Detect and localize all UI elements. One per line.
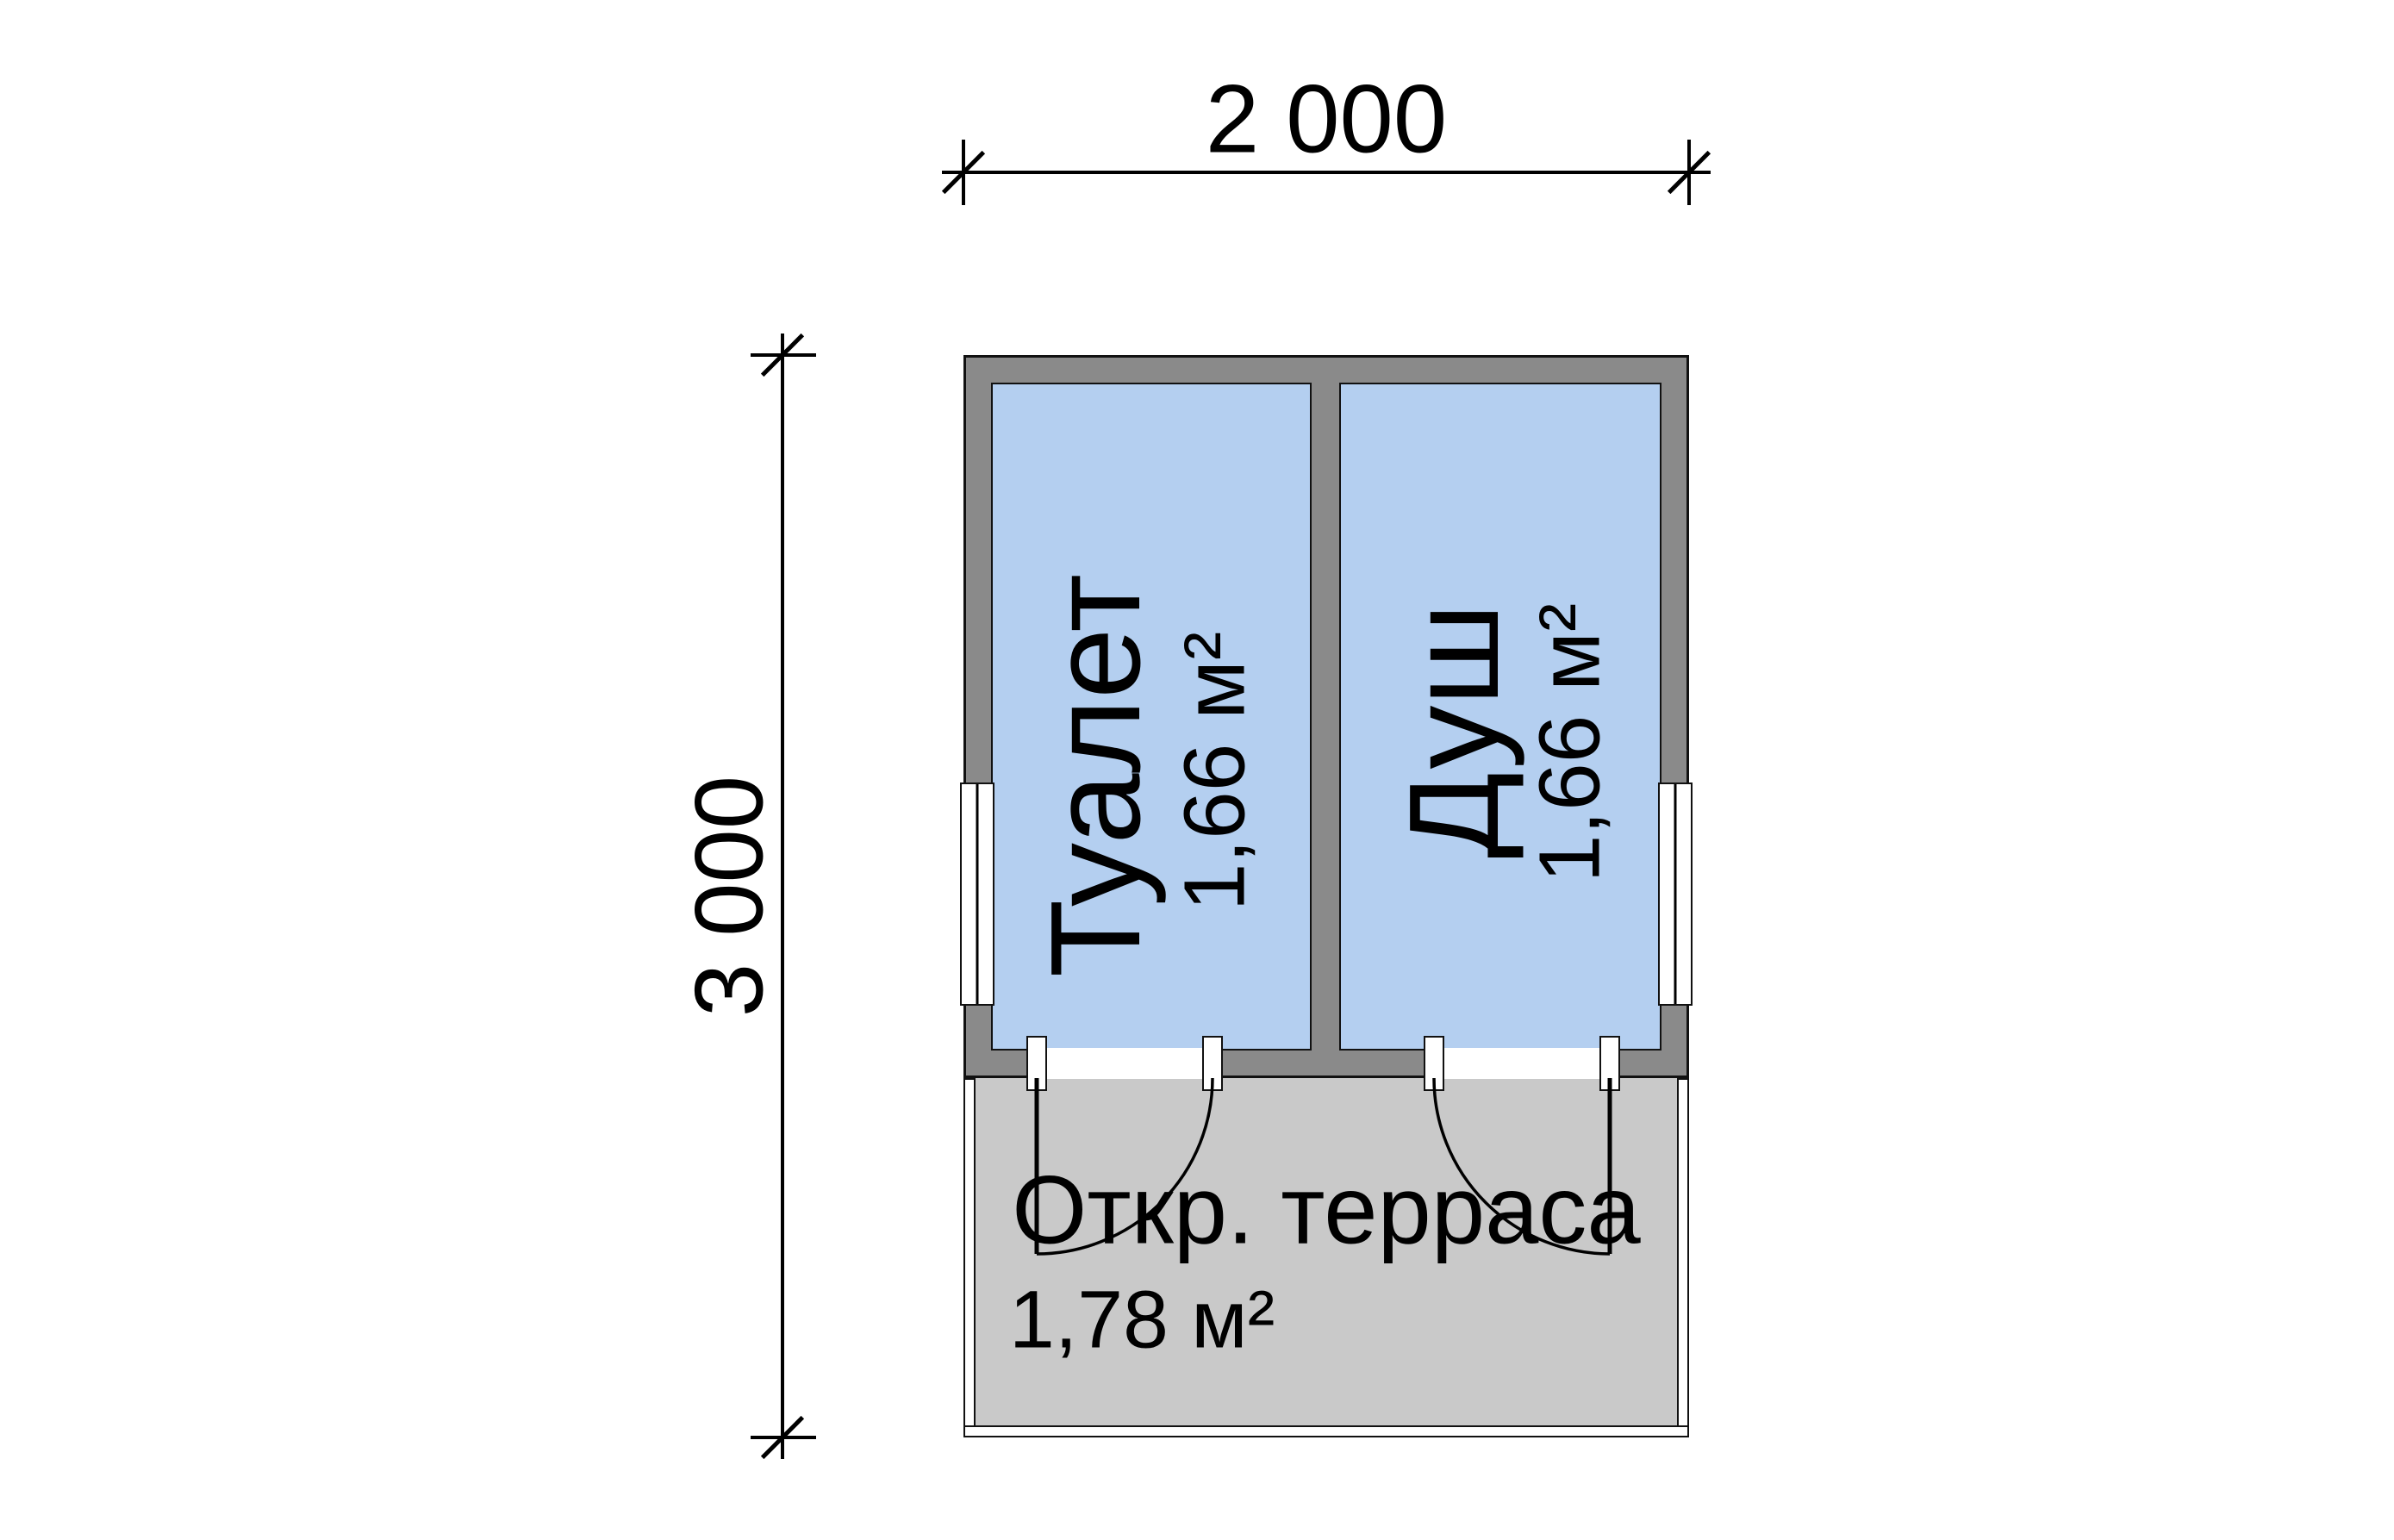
door-left-swing-arc: [1036, 1077, 1214, 1256]
terrace-floor: [976, 1078, 1677, 1425]
door-opening-left: [1037, 1048, 1213, 1079]
dimension-line: [781, 334, 784, 1459]
door-frame: [1026, 1036, 1047, 1091]
room-toilet-label: Туалет: [1025, 573, 1167, 978]
room-toilet: [991, 383, 1312, 1051]
dimension-line: [942, 171, 1711, 174]
window-glazing-line: [976, 784, 979, 1004]
window-right: [1658, 782, 1693, 1006]
window-glazing-line: [1674, 784, 1677, 1004]
dimension-width-label: 2 000: [1205, 65, 1448, 173]
door-frame: [1424, 1036, 1444, 1091]
door-opening-right: [1434, 1048, 1610, 1079]
door-right-swing-arc: [1432, 1077, 1611, 1256]
room-toilet-area: 1,66 м²: [1166, 631, 1263, 912]
terrace-area: 1,78 м²: [1009, 1274, 1275, 1366]
terrace-wall-bottom: [963, 1425, 1689, 1437]
room-shower-area: 1,66 м²: [1521, 602, 1618, 883]
room-shower-label: Душ: [1383, 602, 1525, 859]
room-shower: [1339, 383, 1661, 1051]
terrace-label: Откр. терраса: [1012, 1156, 1641, 1264]
window-left: [960, 782, 994, 1006]
